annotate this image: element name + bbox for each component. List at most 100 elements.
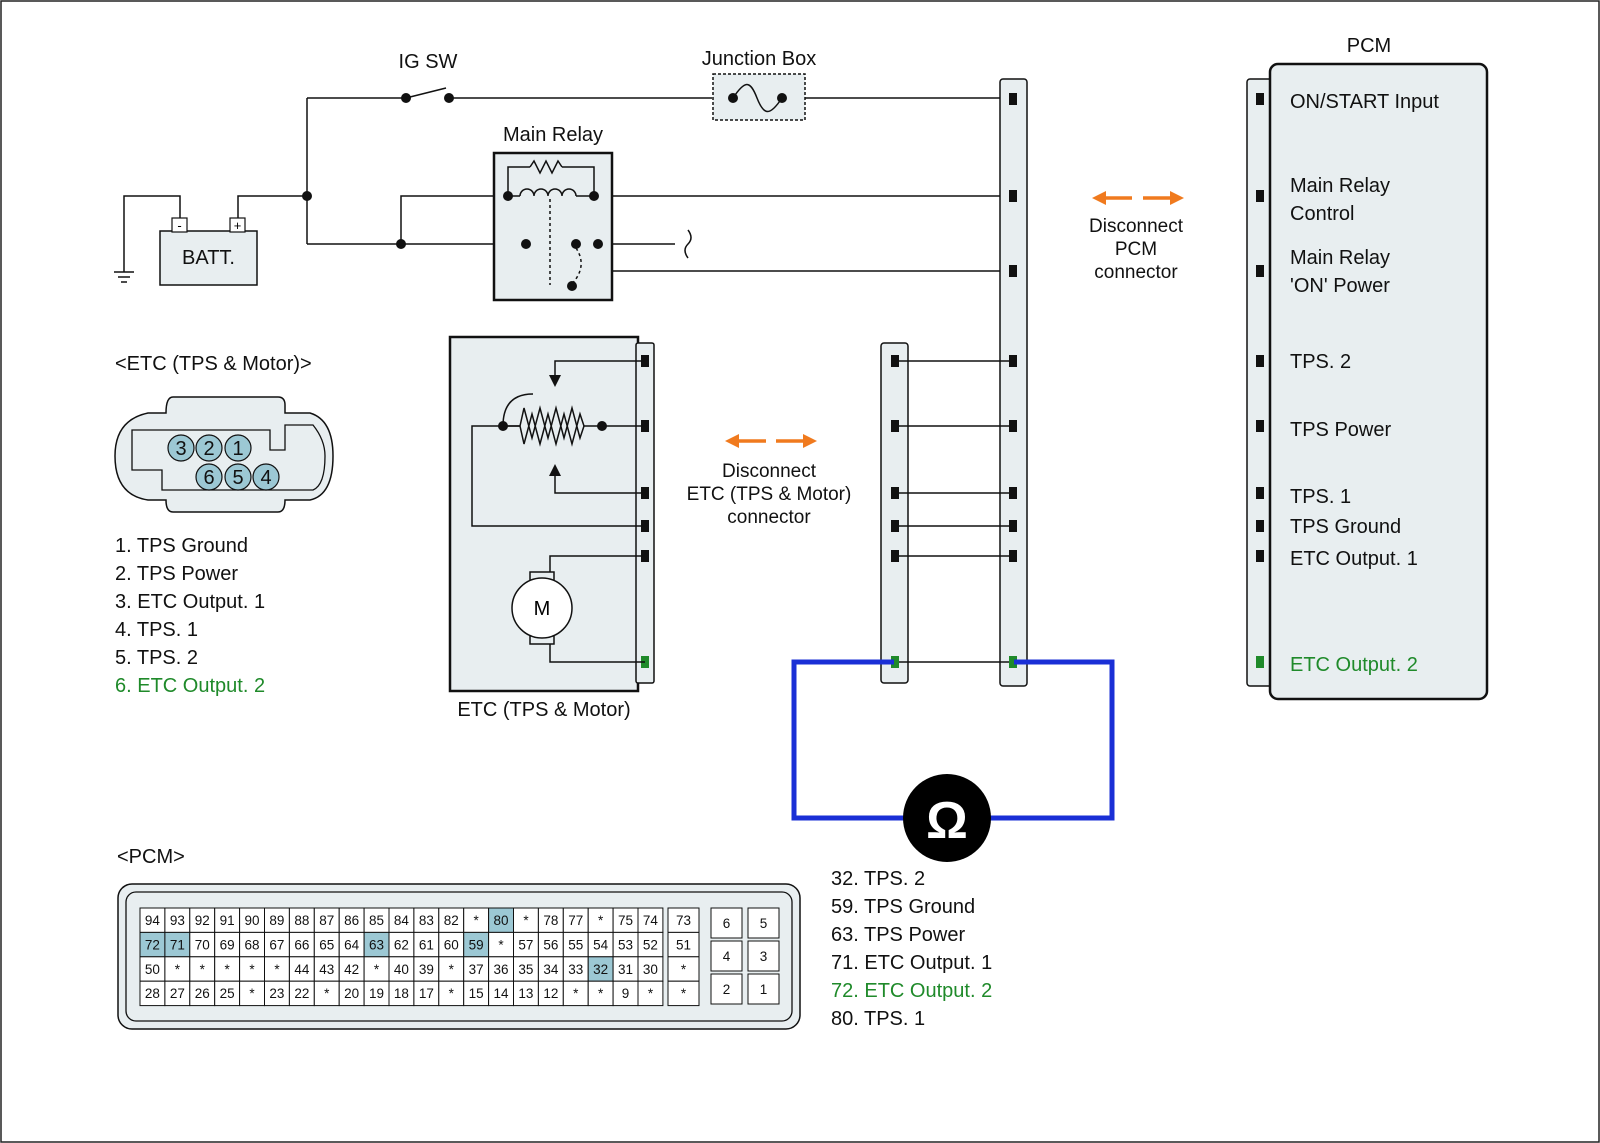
ohmmeter-leads — [791, 659, 1115, 821]
pcm-pin-cell — [438, 931, 465, 958]
pcm-connector-face-inner — [125, 891, 793, 1022]
pcm-pin-number: 28 — [145, 986, 160, 1001]
pcm-pin-number: 3 — [760, 949, 768, 964]
pcm-pin-cell — [637, 956, 664, 982]
pcm-pin-number: 75 — [618, 913, 633, 928]
pcm-pin-cell — [313, 956, 340, 982]
pcm-pin-cell — [537, 956, 564, 982]
pcm-pin-number: 78 — [543, 913, 558, 928]
pcm-pin-number: * — [200, 962, 206, 977]
relay-node — [571, 239, 581, 249]
pcm-pin-number: 63 — [369, 937, 384, 952]
pcm-terminal-label: ETC Output. 1 — [1290, 548, 1418, 570]
pcm-pin-number: 94 — [145, 913, 161, 928]
pcm-pin-number: 30 — [643, 962, 658, 977]
tps-node — [597, 421, 607, 431]
pcm-pin-list-item: 80. TPS. 1 — [831, 1008, 925, 1030]
etc-harness-connector — [880, 342, 909, 684]
junction-box-label: Junction Box — [702, 48, 817, 70]
pcm-pin-number: * — [598, 913, 604, 928]
fuse-icon — [732, 83, 783, 113]
pcm-pin-number: 71 — [170, 937, 185, 952]
pcm-pin-number: 73 — [676, 913, 691, 928]
pcm-pin-cell — [488, 980, 515, 1007]
pcm-pin-number: * — [324, 986, 330, 1001]
battery-neg-sign: - — [177, 218, 181, 233]
pcm-pin-cell — [313, 931, 340, 958]
pcm-pin-number: * — [175, 962, 181, 977]
svg-text:PCM: PCM — [1115, 239, 1157, 260]
etc-pin-list-item: 3. ETC Output. 1 — [115, 591, 265, 613]
pcm-pin-list-item: 72. ETC Output. 2 — [831, 980, 992, 1002]
pcm-pin-number: 72 — [145, 937, 160, 952]
pcm-pin-cell — [710, 940, 743, 972]
pcm-pin-number: 17 — [419, 986, 434, 1001]
pcm-pin-cell — [189, 931, 216, 958]
svg-text:Disconnect: Disconnect — [722, 461, 817, 482]
pcm-pin-cell — [164, 931, 191, 958]
pcm-pin-cell — [288, 956, 315, 982]
motor-label: M — [534, 598, 551, 620]
tps-node — [498, 421, 508, 431]
pcm-pin-number: 14 — [494, 986, 510, 1001]
pcm-pin-list-item: 63. TPS Power — [831, 924, 965, 946]
pcm-pin-number: 54 — [593, 937, 609, 952]
pcm-pin-cell — [463, 980, 490, 1007]
pcm-pin-number: 39 — [419, 962, 434, 977]
pcm-terminal-label: TPS Power — [1290, 419, 1391, 441]
pcm-pin-list-item: 59. TPS Ground — [831, 896, 975, 918]
pcm-pin-number: 44 — [294, 962, 310, 977]
pcm-pin-cell — [413, 980, 440, 1007]
pcm-pin-cell — [587, 980, 614, 1007]
pcm-pin-number: * — [648, 986, 654, 1001]
pcm-pin-cell — [438, 956, 465, 982]
pcm-pin-number: 92 — [195, 913, 210, 928]
etc-connector-face — [114, 396, 334, 513]
pcm-pin-cell — [667, 956, 700, 982]
main-relay-box — [492, 151, 614, 302]
pcm-pin-number: 53 — [618, 937, 633, 952]
pcm-pin-cell — [612, 980, 639, 1007]
pcm-pin-number: 33 — [568, 962, 583, 977]
pcm-pin-number: 34 — [543, 962, 559, 977]
wire-break-symbol — [684, 229, 692, 259]
etc-harness-pins — [891, 355, 899, 668]
pcm-pin-number: * — [274, 962, 280, 977]
pcm-pin-cell — [239, 931, 266, 958]
pcm-pin-cell — [214, 980, 241, 1007]
pcm-pin-cell — [747, 973, 780, 1005]
pcm-pins — [1256, 93, 1264, 668]
etc-pin-circle — [224, 463, 252, 491]
pcm-pin-number: 93 — [170, 913, 185, 928]
pcm-pin-cell — [667, 907, 700, 933]
battery — [159, 230, 258, 286]
pcm-pin-number: * — [681, 986, 687, 1001]
pcm-pin-number: * — [681, 962, 687, 977]
pcm-pin-number: * — [449, 962, 455, 977]
pcm-pin-cell — [338, 907, 365, 933]
pcm-pin-number: 89 — [269, 913, 284, 928]
etc-pin-list-item: 5. TPS. 2 — [115, 647, 198, 669]
pcm-pin-number: 69 — [220, 937, 235, 952]
etc-pin-number: 1 — [232, 438, 243, 460]
pcm-pin-cell — [139, 931, 166, 958]
pcm-terminal-label: ETC Output. 2 — [1290, 654, 1418, 676]
pcm-pin-number: * — [449, 986, 455, 1001]
pcm-pin-number: 64 — [344, 937, 360, 952]
pcm-pin-number: 37 — [469, 962, 484, 977]
pcm-pin-number: 26 — [195, 986, 210, 1001]
pcm-pin-number: 40 — [394, 962, 409, 977]
pcm-pin-number: 82 — [444, 913, 459, 928]
etc-pin-circle — [195, 434, 223, 462]
harness-wires — [894, 360, 1014, 663]
pcm-pin-cell — [513, 956, 539, 982]
pcm-pin-cell — [537, 980, 564, 1007]
pcm-pin-cell — [513, 907, 539, 933]
pcm-pin-number: * — [598, 986, 604, 1001]
battery-pos-sign: + — [234, 218, 242, 233]
pcm-pin-cell — [747, 940, 780, 972]
etc-pin-list-item: 1. TPS Ground — [115, 535, 248, 557]
pcm-pin-cell — [513, 980, 539, 1007]
